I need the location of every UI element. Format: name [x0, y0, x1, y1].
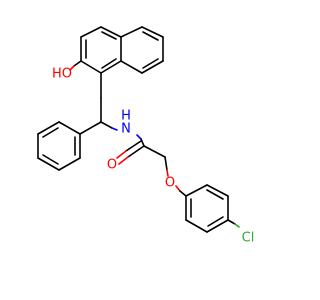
bond — [185, 219, 208, 233]
bond — [185, 184, 208, 197]
bond — [100, 60, 122, 74]
bond — [120, 26, 143, 38]
bond — [179, 190, 187, 197]
bond — [166, 169, 169, 177]
amide-hydrogen-label: H — [121, 109, 131, 124]
double-bond — [42, 154, 59, 165]
double-bond — [142, 31, 159, 41]
phenyl-ring — [37, 121, 102, 171]
double-bond — [101, 31, 117, 40]
double-bond — [142, 58, 159, 69]
bond — [111, 127, 118, 131]
bond — [80, 60, 102, 74]
bond — [120, 60, 143, 74]
double-bond — [116, 150, 127, 159]
bond — [100, 121, 113, 129]
molecule-structure-diagram: HO N H O O Cl — [37, 26, 255, 246]
bond — [234, 223, 240, 228]
naphthol-ring-right — [120, 26, 164, 74]
naphthol-ring-left — [80, 26, 122, 74]
bond — [164, 156, 168, 171]
bond — [206, 219, 229, 233]
bond — [136, 134, 142, 140]
bond — [100, 26, 122, 38]
ether-oxygen-label: O — [165, 176, 175, 191]
bond — [79, 121, 102, 135]
bond — [58, 121, 81, 135]
bond — [141, 60, 164, 74]
double-bond — [125, 140, 142, 152]
bond — [127, 145, 145, 158]
bond — [80, 26, 102, 38]
bond — [206, 184, 229, 197]
bond — [118, 156, 129, 165]
bond — [69, 65, 75, 71]
bond — [227, 219, 236, 225]
chlorine-label: Cl — [242, 231, 255, 246]
bond — [143, 145, 166, 158]
double-bond — [207, 216, 224, 227]
bond — [73, 60, 82, 67]
bond — [141, 26, 164, 38]
bond — [175, 185, 181, 192]
chlorophenyl-ring — [185, 184, 229, 233]
bond — [37, 121, 60, 135]
bond — [140, 138, 145, 147]
amide-nitrogen-label: N — [121, 122, 131, 137]
carbonyl-oxygen-label: O — [107, 158, 117, 173]
bond — [58, 157, 81, 171]
bond — [37, 157, 60, 171]
double-bond — [206, 189, 224, 200]
double-bond — [42, 127, 59, 138]
hydroxyl-label: HO — [52, 67, 72, 82]
double-bond — [101, 58, 117, 69]
